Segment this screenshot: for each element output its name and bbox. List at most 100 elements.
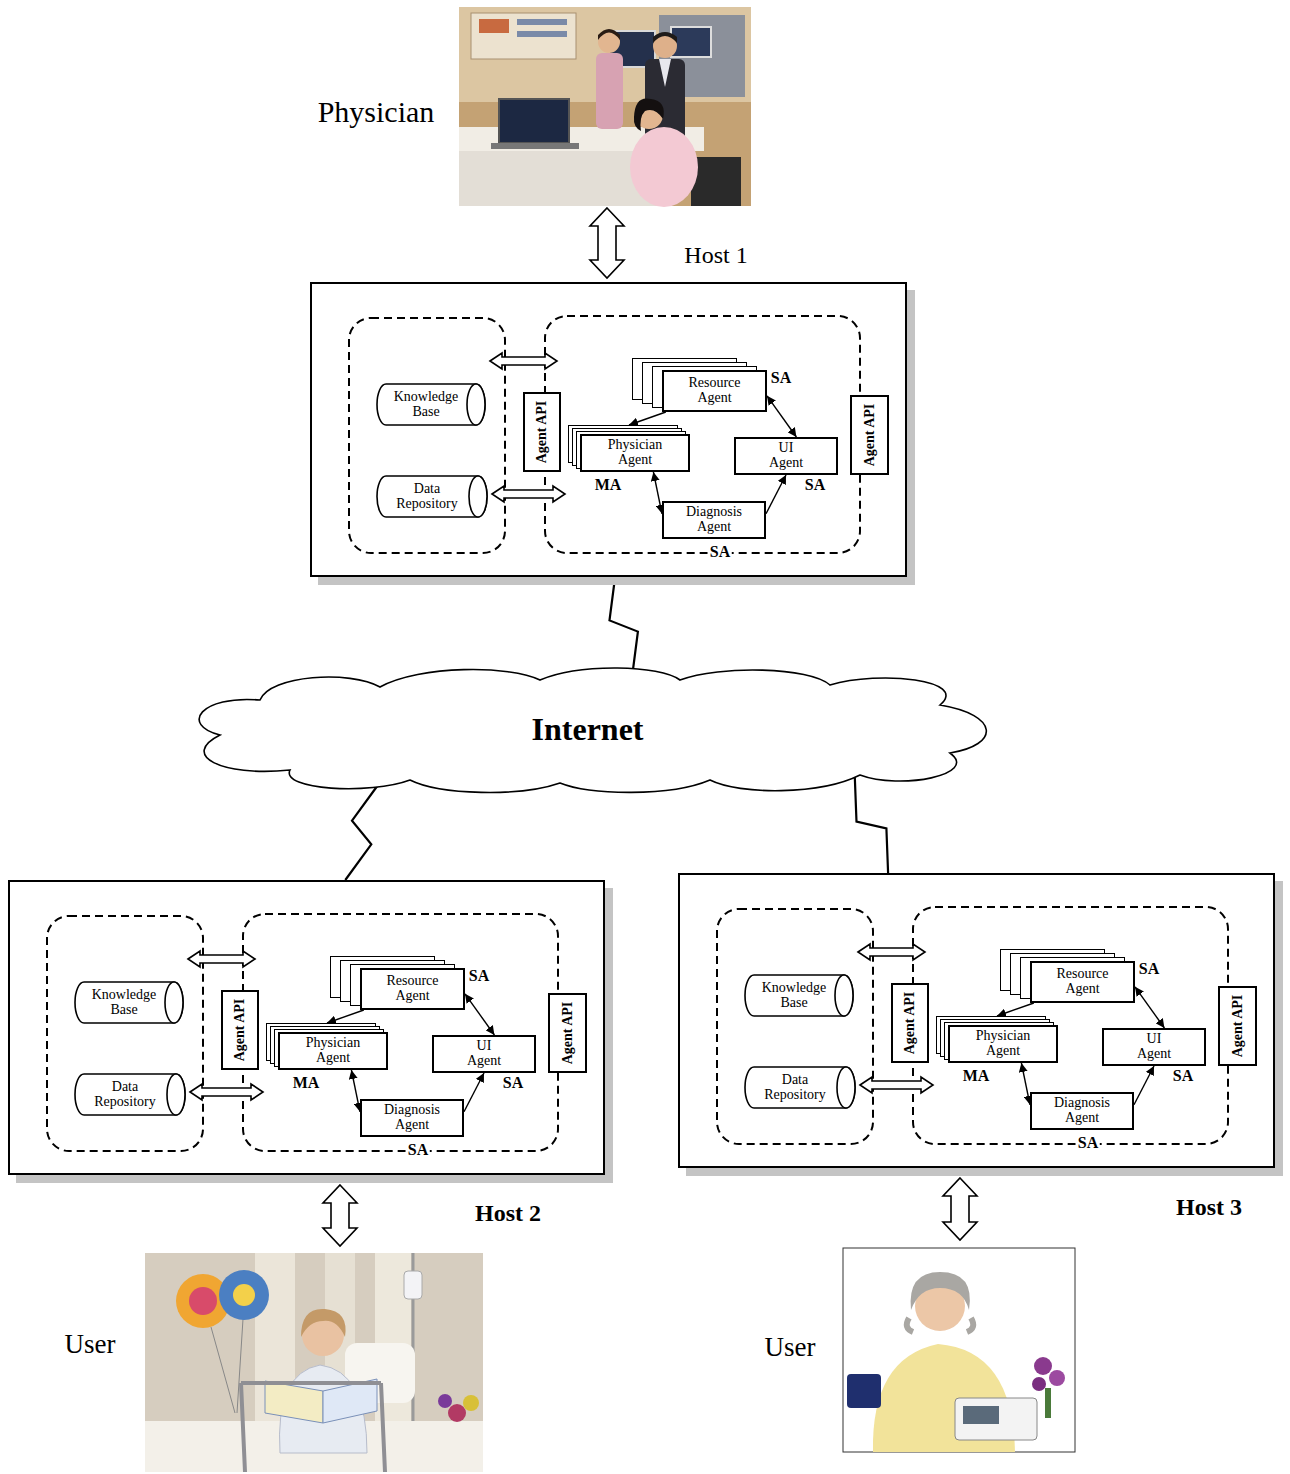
monitor-device — [955, 1398, 1037, 1440]
node-label: Physician Agent — [293, 1036, 373, 1065]
sitting-woman — [630, 127, 698, 207]
open-book — [323, 1379, 377, 1423]
hair — [301, 1309, 346, 1337]
text-label: SA — [1076, 1135, 1100, 1151]
text-label: User — [765, 1332, 816, 1363]
vertical-label: Agent API — [232, 999, 248, 1062]
text-label: SA — [1171, 1068, 1195, 1084]
photo-frame — [843, 1248, 1075, 1452]
cylinder-cap — [467, 384, 485, 425]
diagnosis-agent-box: Diagnosis Agent — [360, 1099, 464, 1137]
poster-art — [517, 31, 567, 37]
open-book — [265, 1381, 323, 1423]
agent-api-bar: Agent API — [523, 392, 561, 472]
agent-api-bar: Agent API — [548, 993, 587, 1073]
laptop-screen — [499, 99, 569, 143]
node-label: Data Repository — [755, 1073, 835, 1102]
text-label: SA — [406, 1142, 430, 1158]
node-label: UI Agent — [462, 1039, 507, 1068]
diagnosis-agent-box: Diagnosis Agent — [1030, 1092, 1134, 1130]
flower-stem — [1045, 1388, 1051, 1418]
chair — [691, 157, 741, 206]
cylinder-cap — [165, 982, 183, 1023]
data-region — [47, 916, 203, 1151]
hollow-double-arrow — [323, 1185, 357, 1246]
cloud-label: Internet — [532, 713, 644, 747]
hair — [653, 32, 677, 43]
ui-agent-box: UI Agent — [1102, 1028, 1206, 1066]
poster-art — [517, 19, 567, 25]
node-label: Data Repository — [387, 482, 467, 511]
node-label: Knowledge Base — [755, 981, 833, 1010]
agent-api-bar: Agent API — [221, 990, 259, 1070]
text-label: SA — [803, 477, 827, 493]
agent-connector — [766, 475, 786, 514]
cylinder-cap — [469, 476, 487, 517]
agent-connector — [327, 1010, 364, 1023]
resource-agent-box: Resource Agent — [662, 370, 767, 412]
data-region — [717, 909, 873, 1144]
cylinder-body — [377, 384, 485, 425]
resource-agent-box: Resource Agent — [360, 968, 465, 1010]
host-label: Host 2 — [475, 1200, 541, 1227]
flower — [463, 1395, 479, 1411]
hair — [911, 1272, 970, 1310]
node-label: Resource Agent — [675, 376, 755, 405]
node-label: UI Agent — [764, 441, 809, 470]
cylinder-cap — [837, 1067, 855, 1108]
knowledge-base-cylinder: Knowledge Base — [377, 383, 485, 426]
vertical-label: Agent API — [902, 992, 918, 1055]
vertical-label: Agent API — [1230, 995, 1246, 1058]
flower — [438, 1394, 452, 1408]
text-label: SA — [501, 1075, 525, 1091]
cloud-shape — [199, 668, 986, 792]
ui-agent-box: UI Agent — [432, 1035, 536, 1073]
node-label: Diagnosis Agent — [1042, 1096, 1122, 1125]
flower — [1049, 1370, 1065, 1386]
physician-agent-box: Physician Agent — [580, 434, 690, 472]
hollow-double-arrow — [590, 208, 624, 278]
balloon-print — [233, 1284, 255, 1306]
walker — [241, 1383, 385, 1472]
host-label: Host 1 — [684, 242, 747, 269]
cylinder-body — [745, 1067, 855, 1108]
iv-bag — [404, 1271, 422, 1299]
vertical-label: Agent API — [534, 401, 550, 464]
lightning-link — [610, 577, 638, 675]
agent-connector — [653, 472, 662, 514]
flower — [1034, 1357, 1052, 1375]
vertical-label: Agent API — [560, 1002, 576, 1065]
balloon-print — [189, 1287, 217, 1315]
resource-agent-box: Resource Agent — [1030, 961, 1135, 1003]
flower — [1032, 1377, 1046, 1391]
hollow-double-arrow — [490, 353, 557, 369]
text-label: Physician — [318, 95, 435, 129]
data-repository-cylinder: Data Repository — [75, 1073, 185, 1116]
shirt — [659, 59, 671, 87]
host-box: Host 1Knowledge BaseData RepositoryAgent… — [310, 282, 907, 577]
node-label: Knowledge Base — [387, 390, 465, 419]
physician-agent-box: Physician Agent — [278, 1032, 388, 1070]
agent-connector — [1135, 987, 1164, 1028]
host-box: Host 3Knowledge BaseData RepositoryAgent… — [678, 873, 1275, 1168]
cylinder-body — [745, 975, 853, 1016]
node-label: Diagnosis Agent — [372, 1103, 452, 1132]
node-label: Physician Agent — [595, 438, 675, 467]
agent-api-bar: Agent API — [891, 983, 929, 1063]
photo-ground — [459, 7, 751, 206]
host-box: Host 2Knowledge BaseData RepositoryAgent… — [8, 880, 605, 1175]
host-label: Host 3 — [1176, 1194, 1242, 1221]
laptop-base — [491, 143, 579, 149]
data-repository-cylinder: Data Repository — [377, 475, 487, 518]
hollow-double-arrow — [943, 1178, 977, 1240]
hair — [634, 98, 664, 131]
text-label: SA — [769, 370, 793, 386]
cylinder-body — [377, 476, 487, 517]
node-label: UI Agent — [1132, 1032, 1177, 1061]
dashed-regions — [47, 316, 1228, 1151]
internet-cloud: Internet — [180, 665, 995, 795]
hollow-double-arrow — [188, 951, 255, 967]
text-label: MA — [291, 1075, 322, 1091]
cylinder-body — [75, 982, 183, 1023]
